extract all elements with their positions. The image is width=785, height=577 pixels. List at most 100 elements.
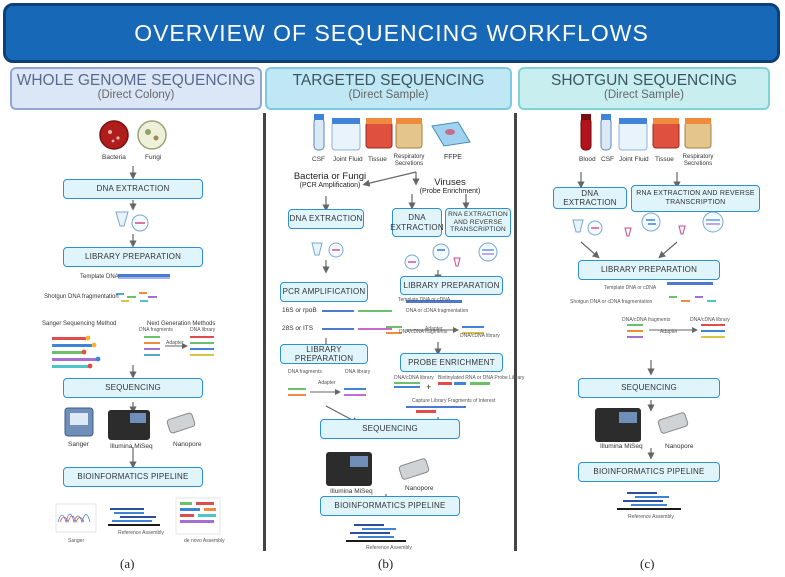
- column-subtitle: (Direct Sample): [604, 89, 684, 102]
- adapter-label: Adapter: [425, 326, 443, 332]
- instrument-label: Nanopore: [665, 443, 694, 450]
- column-divider: [263, 113, 266, 551]
- sample-label: CSF: [312, 156, 325, 163]
- fragmentation-label: Shotgun DNA fragmentation: [44, 294, 119, 300]
- instrument-label: Sanger: [68, 441, 89, 448]
- instrument-label: Illumina MiSeq: [110, 443, 153, 450]
- bacteria-plate-icon: [99, 120, 129, 150]
- sample-label: Respiratory Secretions: [682, 154, 714, 167]
- main-title: OVERVIEW OF SEQUENCING WORKFLOWS: [3, 3, 780, 63]
- nanopore-icon: [398, 458, 430, 480]
- blood-tube-icon: [580, 117, 592, 151]
- output-label: Reference Assembly: [366, 545, 412, 551]
- sample-label: Joint Fluid: [333, 156, 363, 163]
- cdna-fragments-label: DNA/cDNA fragments: [622, 317, 671, 323]
- column-b-graphics: +: [288, 114, 498, 542]
- probe-library-label: DNA/cDNA library: [394, 375, 434, 381]
- instrument-label: Nanopore: [405, 485, 434, 492]
- fragment-label: DNA or cDNA fragmentation: [406, 308, 469, 314]
- step-library-preparation: LIBRARY PREPARATION: [400, 276, 503, 295]
- branch-left-name: Bacteria or Fungi: [293, 171, 367, 182]
- step-bioinformatics: BIOINFORMATICS PIPELINE: [320, 496, 460, 516]
- sample-label: FFPE: [444, 154, 462, 161]
- step-rna-extraction: RNA EXTRACTION AND REVERSE TRANSCRIPTION: [445, 208, 511, 237]
- fungi-plate-icon: [137, 120, 167, 150]
- adapter-label: Adapter: [318, 380, 336, 386]
- branch-right-name: Viruses: [434, 177, 466, 188]
- template-label: Template DNA or cDNA: [398, 297, 451, 303]
- nanopore-icon: [166, 412, 196, 434]
- sample-label: Joint Fluid: [619, 156, 649, 163]
- column-subtitle: (Direct Colony): [97, 89, 175, 102]
- ngs-methods-label: Next Generation Methods: [147, 321, 216, 327]
- output-label: Sanger: [68, 538, 85, 544]
- step-library-preparation: LIBRARY PREPARATION: [63, 247, 203, 267]
- step-dna-extraction: DNA EXTRACTION: [390, 208, 444, 237]
- output-label: Reference Assembly: [118, 530, 164, 536]
- column-c-graphics: [572, 114, 725, 510]
- step-bioinformatics: BIOINFORMATICS PIPELINE: [63, 467, 203, 487]
- step-sequencing: SEQUENCING: [63, 378, 203, 398]
- step-sequencing: SEQUENCING: [320, 419, 460, 439]
- instrument-label: Illumina MiSeq: [330, 488, 373, 495]
- branch-right-sub: (Probe Enrichment): [419, 187, 481, 195]
- probe-capture-label: Capture Library Fragments of Interest: [412, 398, 496, 404]
- instrument-label: Illumina MiSeq: [600, 443, 643, 450]
- template-dna-label: Template DNA: [80, 274, 119, 280]
- column-header-targeted: TARGETED SEQUENCING (Direct Sample): [265, 67, 512, 110]
- caption-a: (a): [120, 556, 135, 571]
- column-divider: [514, 113, 517, 551]
- dna-library-label: DNA library: [345, 369, 371, 375]
- cdna-library-label: DNA/cDNA library: [690, 317, 730, 323]
- step-rna-extraction: RNA EXTRACTION AND REVERSE TRANSCRIPTION: [631, 185, 760, 212]
- sample-label: Tissue: [368, 156, 387, 163]
- cdna-fragments-label: DNA/cDNA fragments: [399, 329, 448, 335]
- csf-tube-icon: [600, 117, 612, 151]
- column-title: SHOTGUN SEQUENCING: [550, 72, 737, 89]
- output-label: de novo Assembly: [184, 538, 225, 544]
- sample-label: Bacteria: [102, 154, 126, 161]
- probe-biotin-label: Biotinylated RNA or DNA Probe Library: [438, 375, 525, 381]
- joint-fluid-cup-icon: [331, 121, 361, 151]
- branch-left-title: Bacteria or Fungi (PCR Amplification): [280, 172, 380, 189]
- column-header-wgs: WHOLE GENOME SEQUENCING (Direct Colony): [10, 67, 262, 110]
- column-a-graphics: [52, 120, 221, 535]
- sample-label: Tissue: [655, 156, 674, 163]
- adapter-label: Adapter: [660, 329, 678, 335]
- step-library-preparation: LIBRARY PREPARATION: [280, 344, 368, 364]
- cdna-library-label: DNA/cDNA library: [460, 333, 500, 339]
- instrument-label: Nanopore: [173, 441, 202, 448]
- fragment-label: Shotgun DNA or cDNA fragmentation: [570, 299, 653, 305]
- column-header-shotgun: SHOTGUN SEQUENCING (Direct Sample): [518, 67, 770, 110]
- svg-text:+: +: [426, 382, 431, 392]
- caption-c: (c): [640, 556, 655, 571]
- column-title: WHOLE GENOME SEQUENCING: [16, 72, 256, 89]
- respiratory-cup-icon: [395, 121, 423, 149]
- template-label: Template DNA or cDNA: [604, 285, 657, 291]
- step-bioinformatics: BIOINFORMATICS PIPELINE: [578, 462, 720, 482]
- step-library-preparation: LIBRARY PREPARATION: [578, 260, 720, 280]
- sample-label: Fungi: [145, 154, 162, 161]
- sample-label: CSF: [601, 156, 614, 163]
- step-probe-enrichment: PROBE ENRICHMENT: [400, 353, 503, 372]
- branch-left-sub: (PCR Amplification): [299, 181, 361, 189]
- column-subtitle: (Direct Sample): [348, 89, 429, 102]
- branch-right-title: Viruses (Probe Enrichment): [400, 178, 500, 195]
- sanger-method-label: Sanger Sequencing Method: [42, 321, 117, 327]
- caption-b: (b): [378, 556, 394, 571]
- tissue-cup-icon: [365, 121, 393, 149]
- step-dna-extraction: DNA EXTRACTION: [553, 187, 627, 209]
- step-pcr-amplification: PCR AMPLIFICATION: [280, 282, 368, 302]
- target-label: 28S or ITS: [282, 325, 314, 332]
- tissue-cup-icon: [652, 121, 680, 149]
- dna-library-label: DNA library: [190, 327, 216, 333]
- joint-fluid-cup-icon: [618, 121, 648, 151]
- step-dna-extraction: DNA EXTRACTION: [288, 209, 364, 229]
- dna-fragments-label: DNA fragments: [139, 327, 173, 333]
- target-label: 16S or rpoB: [282, 307, 317, 314]
- step-dna-extraction: DNA EXTRACTION: [63, 179, 203, 199]
- sample-label: Blood: [579, 156, 596, 163]
- sample-label: Respiratory Secretions: [393, 154, 425, 167]
- csf-tube-icon: [313, 117, 325, 151]
- dna-fragments-label: DNA fragments: [288, 369, 322, 375]
